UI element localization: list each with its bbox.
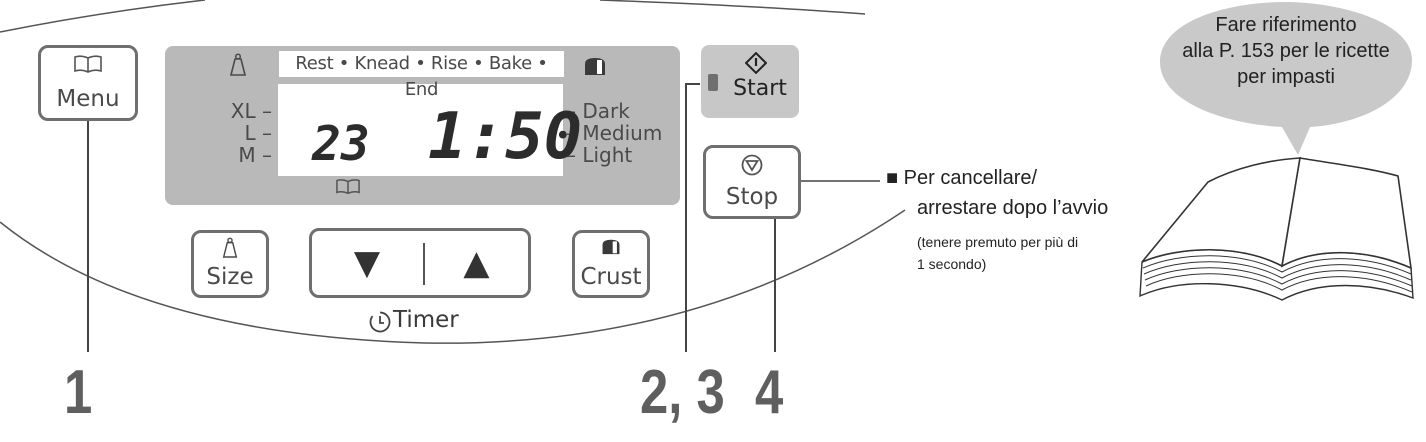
stop-callout-line3: (tenere premuto per più di [917,234,1079,250]
size-mark-m: M – [238,143,272,167]
bread-icon [575,238,647,255]
timer-label: Timer [393,307,459,333]
clock-icon [368,310,392,338]
book-icon [41,54,135,74]
size-label: Size [206,264,254,290]
crust-mark-dark: – Dark [566,99,630,123]
step-number-1: 1 [64,358,93,427]
menu-button[interactable]: Menu [38,45,138,121]
stop-icon [706,153,798,177]
book-icon [335,178,361,199]
size-mark-l: L – [244,121,273,145]
size-mark-xl: XL – [230,99,272,123]
timer-divider [423,243,425,285]
menu-label: Menu [56,86,120,112]
stop-label: Stop [725,184,779,210]
time-readout: 1:50 [428,100,583,174]
stop-callout-line1: ■ Per cancellare/ [886,167,1038,189]
start-icon [744,51,768,78]
stop-callout-line4: 1 secondo) [917,256,987,272]
size-button[interactable]: Size [191,230,269,298]
weight-icon [194,237,266,259]
crust-label: Crust [580,264,642,290]
bubble-line-3: per impasti [1237,66,1335,88]
crust-mark-light: – Light [566,143,633,167]
step-number-4: 4 [755,358,784,427]
display-window [278,84,563,176]
crust-mark-medium: – Medium [566,121,663,145]
timer-buttons: ▼ ▲ [309,228,531,298]
bubble-line-2: alla P. 153 per le ricette [1182,40,1390,62]
stage-indicator: Rest • Knead • Rise • Bake • End [279,51,564,100]
timer-up-button[interactable]: ▲ [463,243,490,283]
bubble-line-1: Fare riferimento [1215,14,1357,36]
timer-down-button[interactable]: ▼ [353,243,381,283]
step-number-2-3: 2, 3 [640,358,725,427]
recipe-reference-bubble: Fare riferimento alla P. 153 per le rice… [1168,12,1404,90]
menu-number-readout: 23 [312,116,370,172]
crust-button[interactable]: Crust [572,230,650,298]
stop-button[interactable]: Stop [703,145,801,219]
bread-icon [582,56,608,80]
weight-icon [228,53,248,81]
stop-callout-line2: arrestare dopo l’avvio [917,197,1109,219]
start-label: Start [733,76,787,101]
start-indicator-led [708,74,718,91]
